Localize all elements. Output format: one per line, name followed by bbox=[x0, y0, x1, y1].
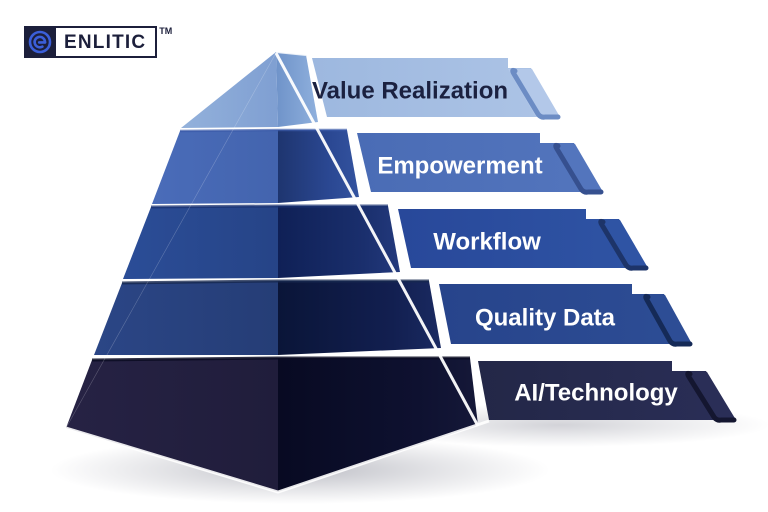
tier-label-workflow: Workflow bbox=[433, 228, 541, 255]
tier-band-quality-data bbox=[439, 284, 690, 344]
pyramid-base-bottom-edge bbox=[65, 419, 490, 494]
pyramid-tier-workflow[interactable]: Workflow bbox=[123, 204, 649, 279]
tier-band-tab-stroke-workflow bbox=[598, 218, 649, 271]
pyramid-tier-value-realization[interactable]: Value Realization bbox=[181, 51, 561, 128]
tier-left-face-quality-data bbox=[94, 281, 278, 355]
pyramid-left-silhouette bbox=[65, 52, 277, 429]
tier-band-ai-technology bbox=[478, 361, 734, 420]
tier-right-face-empowerment bbox=[278, 130, 359, 203]
tier-top-edge-empowerment bbox=[179, 128, 347, 133]
pyramid-tier-quality-data[interactable]: Quality Data bbox=[94, 279, 693, 355]
tier-label-quality-data: Quality Data bbox=[475, 304, 616, 331]
enlitic-logo: ENLITIC TM bbox=[24, 26, 172, 58]
tier-right-face-workflow bbox=[278, 206, 400, 278]
enlitic-wordmark-box: ENLITIC bbox=[56, 26, 158, 58]
pyramid-ridge-line bbox=[274, 52, 480, 427]
enlitic-wordmark: ENLITIC bbox=[64, 31, 147, 53]
tier-band-empowerment bbox=[357, 133, 601, 192]
trademark-symbol: TM bbox=[159, 26, 173, 36]
tier-top-edge-workflow bbox=[150, 204, 388, 209]
tier-left-face-ai-technology bbox=[66, 358, 278, 492]
tier-label-ai-technology: AI/Technology bbox=[514, 379, 678, 406]
pyramid-tier-empowerment[interactable]: Empowerment bbox=[152, 128, 604, 204]
pyramid-tier-ai-technology[interactable]: AI/Technology bbox=[66, 356, 737, 492]
tier-band-value-realization bbox=[312, 58, 558, 117]
tier-band-tab-stroke-quality-data bbox=[643, 293, 693, 347]
tier-apex-edge bbox=[275, 51, 307, 56]
tier-label-value-realization: Value Realization bbox=[312, 77, 508, 104]
tier-band-tab-stroke-empowerment bbox=[553, 142, 604, 195]
tier-right-face-quality-data bbox=[278, 281, 441, 355]
tier-band-workflow bbox=[398, 209, 646, 268]
tier-label-empowerment: Empowerment bbox=[377, 152, 542, 179]
tier-top-edge-quality-data bbox=[121, 279, 429, 285]
enlitic-e-logo-icon bbox=[24, 26, 56, 58]
tier-left-face-empowerment bbox=[152, 130, 278, 204]
tier-left-face-workflow bbox=[123, 206, 278, 279]
tier-band-tab-stroke-value-realization bbox=[510, 67, 561, 120]
tier-band-tab-stroke-ai-technology bbox=[685, 370, 737, 423]
tier-left-face-value-realization bbox=[181, 52, 278, 128]
tier-right-face-ai-technology bbox=[278, 358, 478, 492]
tier-top-edge-ai-technology bbox=[91, 356, 470, 362]
